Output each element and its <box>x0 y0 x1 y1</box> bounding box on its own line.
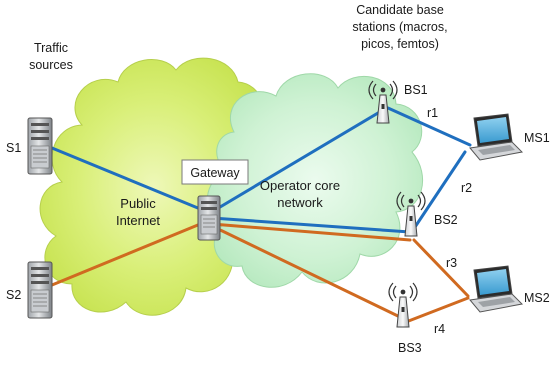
traffic-sources-label-line1: Traffic <box>34 41 68 55</box>
gateway-label: Gateway <box>190 166 240 180</box>
link-s2-gateway <box>50 218 212 287</box>
ms2-label: MS2 <box>524 291 550 305</box>
traffic-sources-label-line2: sources <box>29 58 73 72</box>
ms1-label: MS1 <box>524 131 550 145</box>
link-s1-gateway <box>50 146 212 215</box>
candidate-bs-label-line1: Candidate base <box>356 3 444 17</box>
bs1-label: BS1 <box>404 83 428 97</box>
link-bs2-ms1 <box>411 150 467 232</box>
r3-label: r3 <box>446 256 457 270</box>
ms1-laptop-icon <box>469 113 524 161</box>
ms2-laptop-icon <box>469 265 524 313</box>
flow1-links <box>50 106 472 234</box>
bs1-tower-icon <box>368 80 398 124</box>
link-bs3-ms2 <box>404 296 470 324</box>
r2-label: r2 <box>461 181 472 195</box>
s2-label: S2 <box>6 288 21 302</box>
operator-core-label-line1: Operator core <box>260 178 340 193</box>
link-gateway-bs1 <box>208 108 385 215</box>
candidate-bs-label-line2: stations (macros, <box>352 20 447 34</box>
bs2-label: BS2 <box>434 213 458 227</box>
s1-label: S1 <box>6 141 21 155</box>
server-s1-icon <box>27 117 53 175</box>
server-s2-icon <box>27 261 53 319</box>
operator-core-label-line2: network <box>277 195 323 210</box>
link-gateway-bs3 <box>210 224 404 320</box>
bs3-label: BS3 <box>398 341 422 355</box>
flow2-links <box>50 218 470 324</box>
gateway-icon <box>197 195 221 241</box>
r1-label: r1 <box>427 106 438 120</box>
bs3-tower-icon <box>388 282 418 328</box>
link-gateway-bs2-orange <box>210 222 412 242</box>
gateway-label-box <box>181 159 249 185</box>
public-internet-label-line2: Internet <box>116 213 160 228</box>
link-bs1-ms1 <box>386 106 472 147</box>
candidate-bs-label-line3: picos, femtos) <box>361 37 439 51</box>
link-bs2-ms2 <box>412 238 470 298</box>
bs2-tower-icon <box>396 191 426 237</box>
link-gateway-bs2 <box>210 216 412 234</box>
public-internet-label-line1: Public <box>120 196 156 211</box>
r4-label: r4 <box>434 322 445 336</box>
